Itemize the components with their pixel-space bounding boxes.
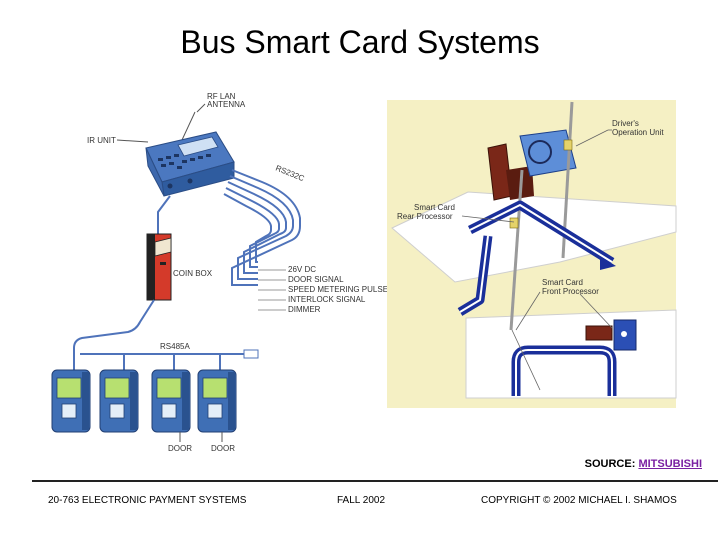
- coin-box-device: [146, 233, 172, 301]
- label-speed-metering: SPEED METERING PULSE: [288, 285, 388, 294]
- label-interlock: INTERLOCK SIGNAL: [288, 295, 366, 304]
- label-rear-processor: Rear Processor: [397, 212, 453, 221]
- rear-flow-arrow: [457, 200, 615, 316]
- bus-interior-illustration: Driver's Operation Unit Smart Card Rear …: [387, 100, 677, 408]
- card-reader-2: [99, 369, 139, 433]
- label-ir-unit: IR UNIT: [87, 136, 116, 145]
- drivers-console-box: [519, 129, 577, 177]
- front-flow-loop: [511, 345, 617, 396]
- rs485a-bus: [73, 299, 248, 370]
- slide-title: Bus Smart Card Systems: [180, 24, 540, 60]
- label-door-signal: DOOR SIGNAL: [288, 275, 344, 284]
- card-reader-3: [151, 369, 191, 433]
- footer-copyright: COPYRIGHT © 2002 MICHAEL I. SHAMOS: [481, 495, 677, 506]
- bus-system-diagram: RF LAN ANTENNA IR UNIT RS232C: [51, 92, 677, 453]
- label-door-1: DOOR: [168, 444, 192, 453]
- rf-antenna: [181, 103, 206, 141]
- label-rf-lan: RF LAN: [207, 92, 236, 101]
- footer-course: 20-763 ELECTRONIC PAYMENT SYSTEMS: [48, 495, 247, 506]
- front-processor-device: [585, 319, 637, 351]
- driver-console-device: [145, 131, 235, 197]
- label-drivers: Driver's: [612, 119, 639, 128]
- card-reader-4: [197, 369, 237, 433]
- footer-term: FALL 2002: [337, 495, 386, 506]
- label-dimmer: DIMMER: [288, 305, 321, 314]
- wiring-diagram: RF LAN ANTENNA IR UNIT RS232C: [51, 92, 388, 453]
- source-link[interactable]: MITSUBISHI: [638, 458, 702, 470]
- source-prefix: SOURCE:: [584, 458, 639, 470]
- label-antenna: ANTENNA: [207, 100, 246, 109]
- label-front-smart-card: Smart Card: [542, 278, 583, 287]
- signal-list: 26V DC DOOR SIGNAL SPEED METERING PULSE …: [258, 265, 388, 314]
- label-operation-unit: Operation Unit: [612, 128, 664, 137]
- label-26v-dc: 26V DC: [288, 265, 316, 274]
- source-credit: SOURCE: MITSUBISHI: [585, 458, 702, 470]
- label-coin-box: COIN BOX: [173, 269, 213, 278]
- console-cable-bundle: [223, 169, 301, 286]
- label-door-2: DOOR: [211, 444, 235, 453]
- label-rs232c: RS232C: [274, 164, 306, 184]
- card-reader-1: [51, 369, 91, 433]
- label-front-processor: Front Processor: [542, 287, 599, 296]
- label-rs485a: RS485A: [160, 342, 190, 351]
- footer-divider: [32, 480, 718, 482]
- label-rear-smart-card: Smart Card: [414, 203, 455, 212]
